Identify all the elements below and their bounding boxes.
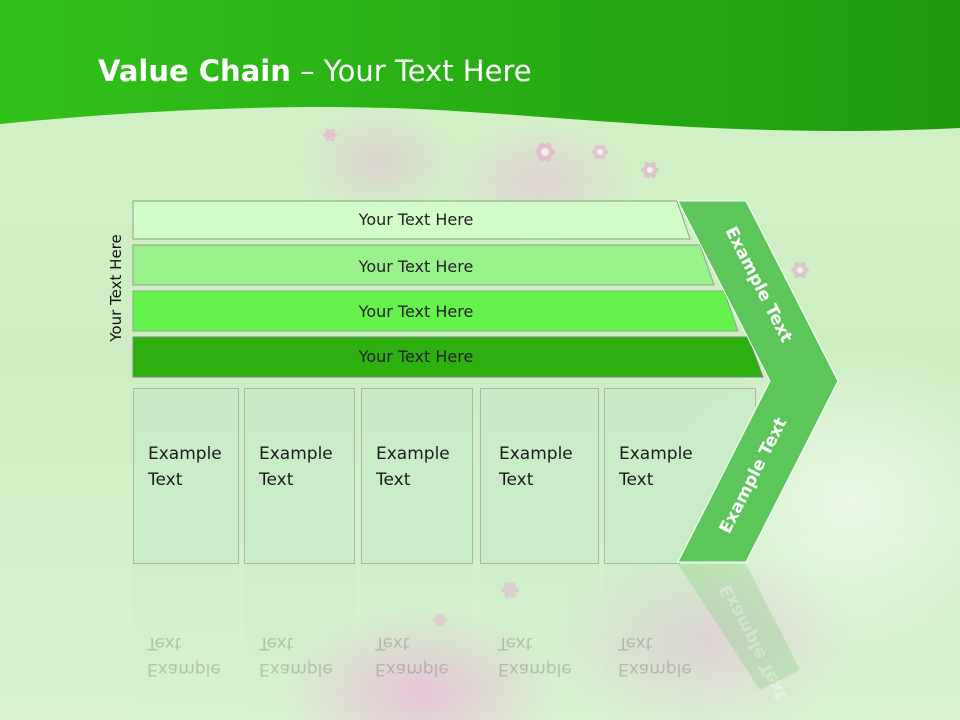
box-line-1: Example bbox=[499, 444, 573, 464]
title-bold: Value Chain bbox=[98, 54, 291, 88]
header-band bbox=[0, 0, 960, 131]
box-line-1: Example bbox=[619, 444, 693, 464]
box-reflection bbox=[244, 564, 355, 714]
chevron-reflection bbox=[678, 564, 800, 690]
flower-decoration bbox=[641, 161, 659, 179]
row-label: Your Text Here bbox=[358, 210, 474, 229]
flower-decoration bbox=[433, 613, 447, 627]
chevron-arrow bbox=[677, 200, 839, 563]
row-bar bbox=[132, 336, 764, 378]
box-reflection bbox=[133, 564, 239, 714]
box-line-2: Text bbox=[376, 470, 411, 490]
box-line-2: Text bbox=[499, 470, 534, 490]
row-bar bbox=[132, 244, 715, 286]
row-bar bbox=[132, 290, 739, 332]
box-reflection bbox=[361, 564, 473, 714]
box-line-2: Text bbox=[148, 470, 183, 490]
flower-decoration bbox=[791, 261, 809, 279]
flower-decoration bbox=[535, 142, 555, 162]
row-bar bbox=[132, 200, 691, 240]
box-line-2: Text bbox=[619, 470, 654, 490]
box-reflection bbox=[604, 564, 704, 714]
flower-decoration bbox=[592, 144, 608, 160]
example-box: Example Text bbox=[480, 388, 599, 564]
example-box: Example Text bbox=[244, 388, 355, 564]
box-line-1: Example bbox=[148, 444, 222, 464]
example-box: Example Text bbox=[361, 388, 473, 564]
row-label: Your Text Here bbox=[358, 302, 474, 321]
page-title: Value Chain – Your Text Here bbox=[98, 54, 532, 88]
row-label: Your Text Here bbox=[358, 257, 474, 276]
flower-decoration bbox=[501, 581, 519, 599]
example-box: Example Text bbox=[133, 388, 239, 564]
flower-decoration bbox=[323, 128, 337, 142]
box-line-2: Text bbox=[259, 470, 294, 490]
row-label: Your Text Here bbox=[358, 347, 474, 366]
box-reflection bbox=[480, 564, 599, 714]
title-rest: – Your Text Here bbox=[290, 54, 532, 88]
box-line-1: Example bbox=[376, 444, 450, 464]
box-line-1: Example bbox=[259, 444, 333, 464]
